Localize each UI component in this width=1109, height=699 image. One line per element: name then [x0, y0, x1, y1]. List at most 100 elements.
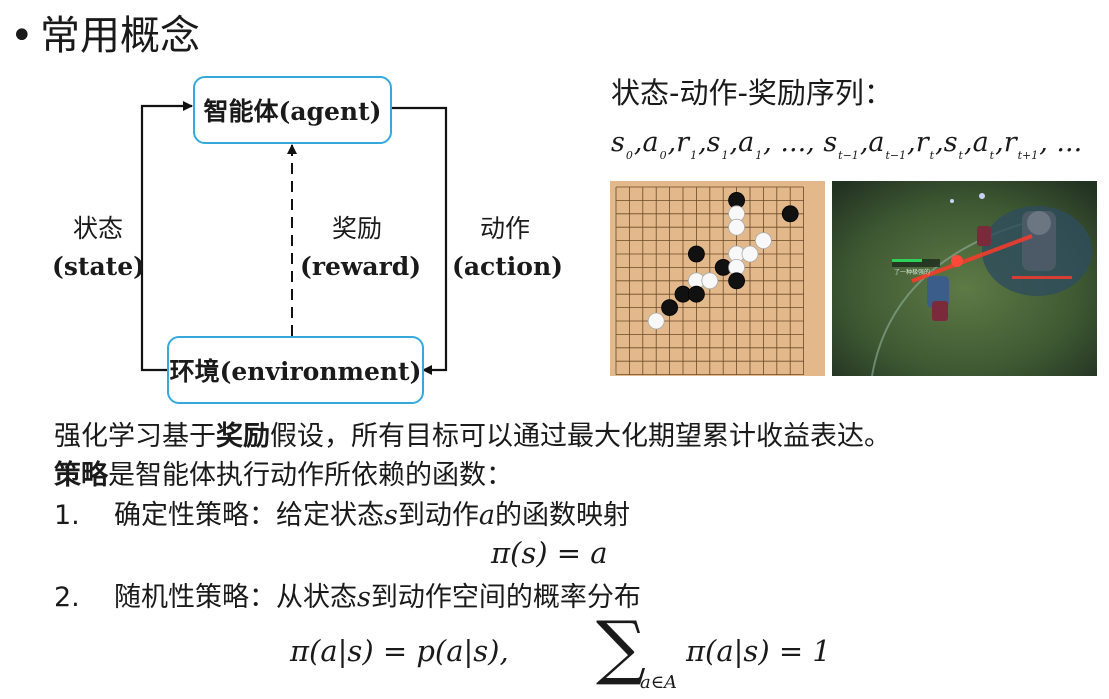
item1-s: s: [384, 500, 398, 531]
moba-game-screenshot: 了一种极强的: [832, 181, 1097, 376]
sequence-term: st,: [943, 127, 973, 162]
sequence-symbol: r: [915, 127, 929, 158]
sum-body-text: π(a|s) = 1: [686, 634, 831, 668]
stochastic-formula: π(a|s) = p(a|s),: [290, 634, 509, 668]
action-arrow: [388, 106, 448, 375]
action-label-en: (action): [452, 252, 563, 281]
sequence-term: a1, ...,: [738, 127, 824, 162]
sequence-term: rt,: [915, 127, 944, 162]
stochastic-formula-text: π(a|s) = p(a|s),: [290, 634, 509, 668]
sequence-symbol: s: [943, 127, 958, 158]
line2-bold: 策略: [54, 460, 108, 491]
item1-pre: 确定性策略：给定状态: [114, 500, 384, 531]
item1-num: 1.: [54, 500, 80, 531]
sequence-term: s0,: [611, 127, 643, 162]
black-stone: [781, 205, 799, 223]
item-stochastic: 2. 随机性策略：从状态s到动作空间的概率分布: [54, 580, 641, 616]
reward-label: 奖励 (reward): [300, 210, 422, 286]
sequence-term: s1,: [706, 127, 739, 162]
line-reward-hypothesis: 强化学习基于奖励假设，所有目标可以通过最大化期望累计收益表达。: [54, 419, 891, 455]
state-arrow: [140, 101, 193, 372]
line1-post: 假设，所有目标可以通过最大化期望累计收益表达。: [270, 421, 891, 452]
agent-label: 智能体(agent): [203, 97, 382, 126]
sequence-term: st−1,: [823, 127, 869, 162]
line1-bold: 奖励: [216, 421, 270, 452]
sequence-symbol: s: [706, 127, 721, 158]
sequence-symbol: r: [1003, 127, 1017, 158]
sequence-symbol: a: [738, 127, 755, 158]
sequence-term: at−1,: [868, 127, 916, 162]
sequence-term: a0,: [642, 127, 677, 162]
sequence-subscript: t+1: [1017, 149, 1039, 162]
item2-num: 2.: [54, 582, 80, 613]
deterministic-formula-text: π(s) = a: [491, 536, 608, 570]
deterministic-formula: π(s) = a: [491, 536, 608, 570]
title-bullet: •: [10, 13, 34, 59]
line1-pre: 强化学习基于: [54, 421, 216, 452]
white-stone: [741, 245, 759, 263]
reward-label-en: (reward): [300, 252, 422, 281]
white-stone: [728, 218, 745, 236]
sequence-separator: ,: [995, 127, 1004, 158]
game-label: 了一种极强的: [894, 268, 930, 276]
sequence-separator: ,: [729, 127, 739, 158]
item1-post: 的函数映射: [494, 500, 630, 531]
sequence-separator: ,: [907, 127, 916, 158]
sequence-subscript: 0: [625, 149, 633, 162]
sequence-separator: ,: [633, 127, 643, 158]
sequence-symbol: a: [642, 127, 659, 158]
agent-box: 智能体(agent): [193, 76, 392, 144]
sequence-separator: ,: [963, 127, 973, 158]
sequence-symbol: s: [611, 127, 625, 158]
sequence-separator: , ...: [1039, 127, 1083, 158]
action-label-cn: 动作: [479, 214, 530, 243]
sequence-separator: ,: [859, 127, 869, 158]
sum-body: π(a|s) = 1: [686, 634, 831, 668]
item2-pre: 随机性策略：从状态: [114, 582, 357, 613]
white-stone: [647, 312, 665, 330]
sequence-subscript: t−1: [838, 149, 859, 162]
sequence-subscript: 1: [690, 149, 698, 162]
go-board-image: [610, 181, 825, 376]
item-deterministic: 1.确定性策略：给定状态s到动作a的函数映射: [54, 498, 630, 534]
sum-symbol: ∑: [596, 606, 646, 688]
sequence-subscript: t: [989, 149, 995, 162]
sequence-separator: ,: [698, 127, 707, 158]
state-label-en: (state): [52, 252, 145, 281]
sequence-subscript: t−1: [885, 149, 907, 162]
item1-mid: 到动作: [397, 500, 479, 531]
sequence-subscript: 0: [659, 149, 667, 162]
state-label-cn: 状态: [72, 214, 123, 243]
sequence-symbol: a: [868, 127, 885, 158]
environment-label: 环境(environment): [169, 357, 422, 386]
sequence-separator: , ...,: [763, 127, 824, 158]
black-stone: [728, 272, 745, 290]
sequence-term: rt+1, ...: [1003, 127, 1083, 162]
white-stone: [754, 232, 772, 249]
sequence-symbol: a: [972, 127, 989, 158]
white-stone: [701, 272, 719, 290]
line-policy-def: 策略是智能体执行动作所依赖的函数：: [54, 458, 513, 494]
sequence-subscript: t: [929, 149, 935, 162]
sum-subscript: a∈A: [640, 672, 678, 693]
reward-label-cn: 奖励: [331, 214, 382, 243]
black-stone: [661, 299, 678, 316]
sequence-separator: ,: [667, 127, 677, 158]
state-label: 状态 (state): [52, 210, 145, 286]
sequence-term: r1,: [676, 127, 707, 162]
sequence-subscript: t: [958, 149, 963, 162]
environment-box: 环境(environment): [167, 336, 424, 404]
item2-post: 到动作空间的概率分布: [370, 582, 641, 613]
sequence-heading: 状态-动作-奖励序列：: [611, 76, 893, 110]
action-label: 动作 (action): [452, 210, 563, 286]
line2-post: 是智能体执行动作所依赖的函数：: [108, 460, 513, 491]
title-text: 常用概念: [40, 13, 200, 59]
sequence-symbol: r: [676, 127, 690, 158]
black-stone: [688, 285, 705, 303]
sequence-subscript: 1: [721, 149, 729, 162]
black-stone: [688, 245, 705, 263]
sequence-subscript: 1: [755, 149, 763, 162]
slide-title: •常用概念: [10, 10, 200, 62]
item2-s: s: [357, 582, 371, 613]
